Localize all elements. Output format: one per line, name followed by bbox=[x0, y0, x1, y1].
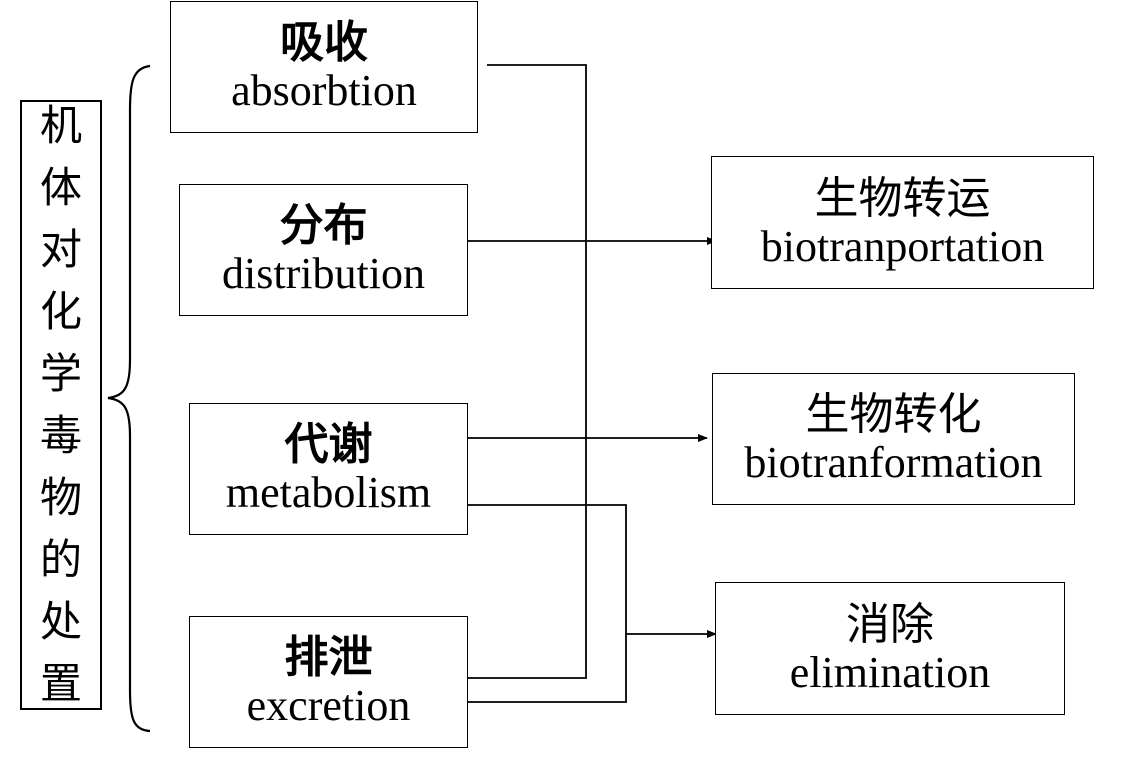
main-label-box: 机体对化学毒物的处置 bbox=[20, 100, 102, 710]
elimination-box: 消除 elimination bbox=[715, 582, 1065, 715]
biotransformation-box: 生物转化 biotranformation bbox=[712, 373, 1075, 505]
biotransformation-zh-label: 生物转化 bbox=[805, 389, 982, 440]
metabolism-zh-label: 代谢 bbox=[284, 419, 373, 470]
metabolism-elimination-connector bbox=[458, 504, 627, 703]
main-label: 机体对化学毒物的处置 bbox=[39, 101, 82, 708]
excretion-en-label: excretion bbox=[246, 681, 411, 730]
absorption-en-label: absorbtion bbox=[231, 66, 417, 115]
curly-brace bbox=[107, 64, 151, 733]
absorption-box: 吸收 absorbtion bbox=[170, 1, 478, 133]
excretion-box: 排泄 excretion bbox=[189, 616, 468, 748]
absorption-connector bbox=[466, 64, 587, 679]
excretion-zh-label: 排泄 bbox=[284, 632, 373, 683]
metabolism-en-label: metabolism bbox=[225, 468, 432, 517]
distribution-en-label: distribution bbox=[222, 249, 425, 298]
elimination-zh-label: 消除 bbox=[846, 598, 934, 650]
elimination-en-label: elimination bbox=[789, 647, 991, 697]
biotransportation-en-label: biotranportation bbox=[760, 221, 1045, 271]
distribution-box: 分布 distribution bbox=[179, 184, 468, 316]
metabolism-box: 代谢 metabolism bbox=[189, 403, 468, 535]
biotransformation-en-label: biotranformation bbox=[744, 438, 1043, 487]
absorption-zh-label: 吸收 bbox=[280, 17, 368, 68]
distribution-zh-label: 分布 bbox=[279, 200, 368, 251]
biotransportation-zh-label: 生物转运 bbox=[814, 172, 991, 224]
biotransportation-box: 生物转运 biotranportation bbox=[711, 156, 1094, 289]
